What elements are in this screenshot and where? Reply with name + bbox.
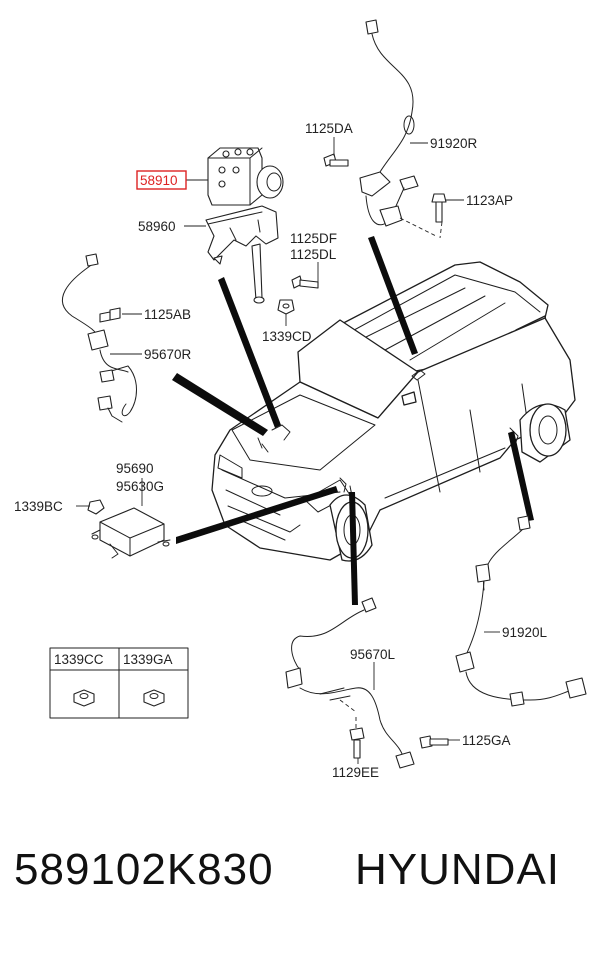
callout-58960: 58960 xyxy=(138,219,176,234)
callout-1125DF: 1125DF xyxy=(290,231,337,246)
abs-bracket xyxy=(205,205,279,304)
nut-1339CD xyxy=(277,299,295,315)
callout-1129EE: 1129EE xyxy=(332,765,379,780)
brand-name: HYUNDAI xyxy=(355,845,561,894)
bolt-1129EE xyxy=(349,727,365,759)
callout-1125AB: 1125AB xyxy=(144,307,191,322)
nut-1339GA-icon xyxy=(143,689,165,707)
callout-1125DA: 1125DA xyxy=(305,121,353,136)
sensor-cable-95670R xyxy=(61,253,137,423)
bolt-1125GA xyxy=(419,735,449,749)
nut-1339CC-icon xyxy=(73,689,95,707)
nut-table: 1339CC 1339GA xyxy=(49,647,189,719)
bolt-1125DF xyxy=(291,275,319,289)
part-number: 589102K830 xyxy=(14,845,274,894)
sensor-module-95690 xyxy=(91,507,171,559)
callout-1123AP: 1123AP xyxy=(466,193,513,208)
parts-diagram: 58910 58960 1125DA 91920R 1123AP 1125DF … xyxy=(14,19,587,780)
abs-hydraulic-unit xyxy=(207,147,284,206)
table-header-1339CC: 1339CC xyxy=(54,652,104,667)
table-header-1339GA: 1339GA xyxy=(123,652,173,667)
bolt-1125AB xyxy=(99,307,121,323)
bolt-1125DA xyxy=(323,153,349,167)
callout-58910: 58910 xyxy=(140,173,178,188)
callout-1339CD: 1339CD xyxy=(262,329,312,344)
footer: 589102K830 HYUNDAI xyxy=(0,845,600,925)
pointer-arrows xyxy=(172,236,534,605)
callout-91920R: 91920R xyxy=(430,136,478,151)
callout-1125DL: 1125DL xyxy=(290,247,337,262)
callout-1125GA: 1125GA xyxy=(462,733,511,748)
callout-91920L: 91920L xyxy=(502,625,548,640)
sensor-cable-91920L xyxy=(455,515,587,707)
callout-1339BC: 1339BC xyxy=(14,499,63,514)
callout-95690: 95690 xyxy=(116,461,154,476)
sensor-cable-95670L xyxy=(285,597,415,769)
nut-1339BC xyxy=(87,499,105,515)
callout-95670R: 95670R xyxy=(144,347,192,362)
bolt-1123AP xyxy=(431,193,447,223)
highlight-box xyxy=(136,170,187,190)
callout-labels: 58910 58960 1125DA 91920R 1123AP 1125DF … xyxy=(14,121,548,780)
car-body xyxy=(211,261,576,562)
sensor-cable-91920R xyxy=(359,19,443,239)
callout-95630G: 95630G xyxy=(116,479,164,494)
leader-lines xyxy=(76,137,500,764)
callout-95670L: 95670L xyxy=(350,647,396,662)
